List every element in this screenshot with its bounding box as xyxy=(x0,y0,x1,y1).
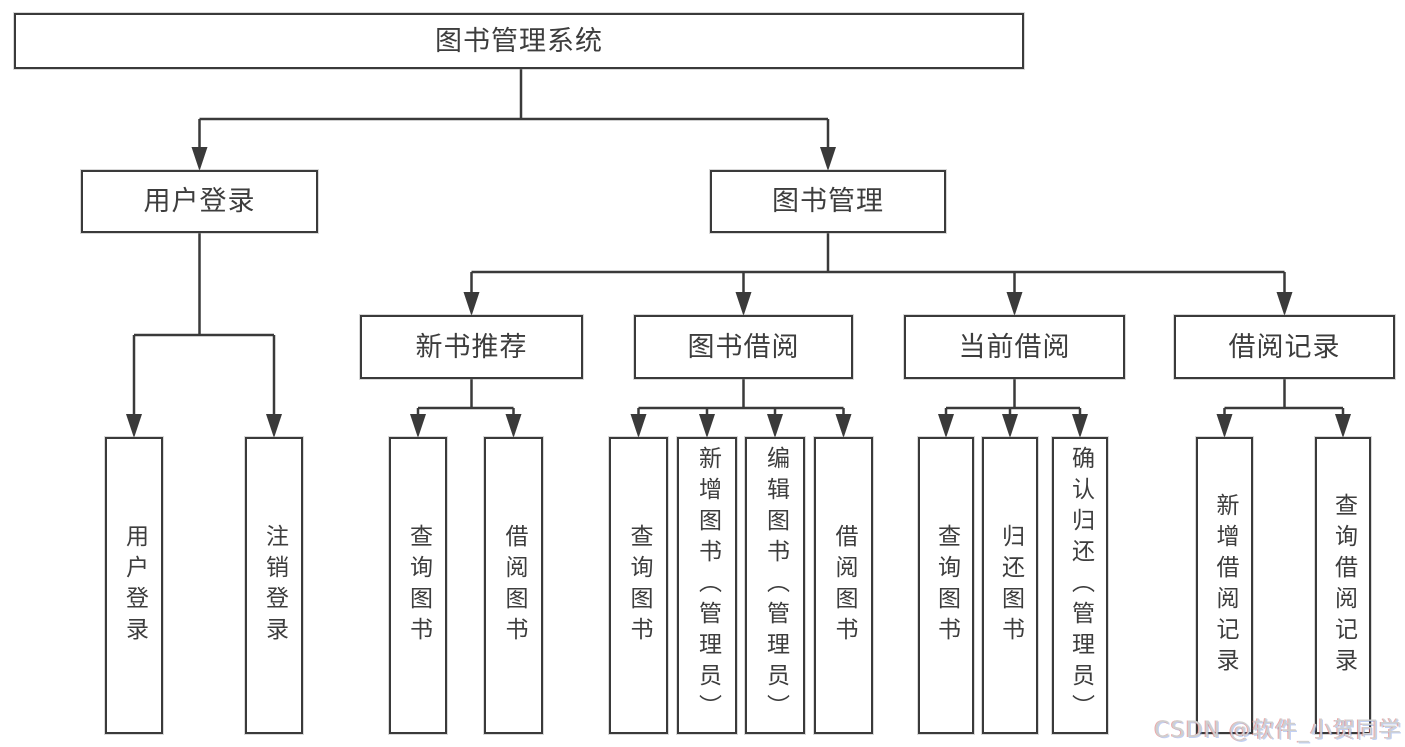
leaf-label: 查询图书 xyxy=(626,523,652,648)
leaf-query-books-recommend: 查询图书 xyxy=(389,437,447,734)
leaf-label: 查询图书 xyxy=(405,523,432,648)
leaf-label: 借阅图书 xyxy=(831,523,857,648)
leaf-label: 确认归还（管理员） xyxy=(1067,446,1094,725)
leaf-borrow-books-recommend: 借阅图书 xyxy=(484,437,543,734)
node-user-login: 用户登录 xyxy=(81,170,318,233)
leaf-borrow-books: 借阅图书 xyxy=(814,437,873,734)
leaf-query-books-current: 查询图书 xyxy=(918,437,974,734)
node-label: 用户登录 xyxy=(143,186,256,217)
node-label: 新书推荐 xyxy=(415,331,528,363)
leaf-query-books-borrow: 查询图书 xyxy=(609,437,668,734)
leaf-add-books-admin: 新增图书（管理员） xyxy=(677,437,737,734)
node-book-management: 图书管理 xyxy=(710,170,946,233)
leaf-confirm-return-admin: 确认归还（管理员） xyxy=(1052,437,1108,734)
leaf-label: 新增图书（管理员） xyxy=(694,446,721,725)
leaf-logout: 注销登录 xyxy=(245,437,303,734)
node-book-borrowing: 图书借阅 xyxy=(634,315,853,379)
node-label: 当前借阅 xyxy=(958,331,1071,363)
node-current-borrowing: 当前借阅 xyxy=(904,315,1125,379)
node-label: 图书借阅 xyxy=(687,331,800,363)
leaf-query-borrow-record: 查询借阅记录 xyxy=(1315,437,1371,734)
leaf-label: 查询借阅记录 xyxy=(1330,492,1357,679)
edge-arrowheads xyxy=(126,147,1351,438)
leaf-user-login: 用户登录 xyxy=(105,437,163,734)
node-new-book-recommendation: 新书推荐 xyxy=(360,315,583,379)
node-label: 图书管理 xyxy=(772,186,884,217)
leaf-label: 用户登录 xyxy=(121,523,148,648)
leaf-edit-books-admin: 编辑图书（管理员） xyxy=(745,437,805,734)
leaf-label: 归还图书 xyxy=(997,523,1024,648)
leaf-add-borrow-record: 新增借阅记录 xyxy=(1196,437,1253,734)
leaf-label: 注销登录 xyxy=(261,523,288,648)
leaf-label: 借阅图书 xyxy=(501,523,527,648)
node-label: 借阅记录 xyxy=(1228,331,1341,363)
edge-lines xyxy=(132,69,1345,416)
leaf-label: 查询图书 xyxy=(933,523,960,648)
leaf-label: 编辑图书（管理员） xyxy=(762,446,789,725)
node-label: 图书管理系统 xyxy=(435,25,603,57)
node-borrowing-records: 借阅记录 xyxy=(1174,315,1395,379)
leaf-label: 新增借阅记录 xyxy=(1212,492,1238,679)
csdn-watermark: CSDN @软件_小贺同学 xyxy=(1154,718,1402,743)
leaf-return-books: 归还图书 xyxy=(982,437,1038,734)
node-library-management-system: 图书管理系统 xyxy=(14,13,1024,69)
